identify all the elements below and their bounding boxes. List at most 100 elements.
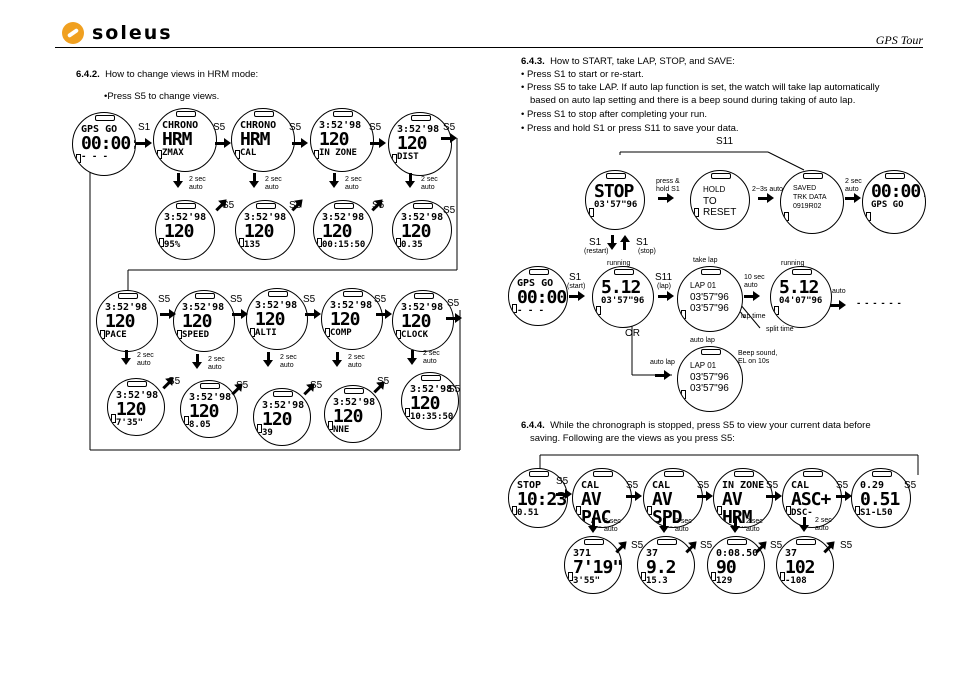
battery-icon (396, 238, 401, 247)
display-line-l1: 3:52'98 (116, 390, 159, 401)
label-s5: S5 (447, 298, 460, 309)
battery-icon (784, 212, 789, 221)
display-line-l2: AV SPD (652, 489, 683, 528)
display-line-l3: 95% (164, 240, 181, 250)
display-line-l2: 10:23'56 (517, 489, 567, 510)
battery-icon (392, 154, 397, 163)
display-line-l2: 120 (164, 221, 195, 242)
display-line: HOLD (703, 185, 726, 194)
battery-icon (786, 506, 791, 515)
display-line-l1: 37 (785, 548, 798, 559)
battery-icon (512, 506, 517, 515)
display-line-l3: COMP (330, 328, 352, 338)
display-line-l1: 3:52'98 (410, 384, 453, 395)
display-line-l2: STOP (594, 181, 634, 202)
battery-icon (589, 208, 594, 217)
display-line-l2: AV PAC (581, 489, 612, 528)
battery-icon (250, 328, 255, 337)
display-line-l2: 120 (116, 399, 147, 420)
label-stop: (stop) (638, 248, 656, 255)
display-line-l1: 3:52'98 (105, 302, 148, 313)
display-line-l1: 3:52'98 (319, 120, 362, 131)
battery-icon (328, 421, 333, 430)
display-line-l1: GPS GO (81, 124, 118, 135)
display-line: LAP 01 (690, 281, 717, 290)
display-line-l2: ASC+ (791, 489, 831, 510)
display-line-l1: 3:52'98 (401, 302, 444, 313)
display-line: SAVED (793, 185, 817, 192)
display-line-l3: - - - (81, 152, 109, 162)
display-line-l3: 7'35" (116, 418, 144, 428)
display-line-l3: SPEED (182, 330, 210, 340)
label-s5: S5 (697, 480, 710, 491)
label-auto-lap: auto lap (650, 359, 675, 366)
brand-name: soleus (92, 22, 173, 44)
battery-icon (325, 328, 330, 337)
display-line-l2: 9.2 (646, 557, 677, 578)
display-line-l3: CLOCK (401, 330, 429, 340)
display-line-l1: 3:52'98 (401, 212, 444, 223)
display-line-l1: 0.29 (860, 480, 885, 491)
display-line-l1: 3:52'98 (244, 212, 287, 223)
section-644-text: While the chronograph is stopped, press … (550, 420, 871, 431)
label-s5: S5 (700, 540, 713, 551)
battery-icon (568, 572, 573, 581)
label-s5: S5 (556, 476, 569, 487)
battery-icon (184, 416, 189, 425)
section-643-bullet-4: • Press and hold S1 or press S11 to save… (521, 123, 739, 134)
label-lap: (lap) (657, 283, 672, 290)
header-divider (55, 47, 923, 48)
label-s5: S5 (443, 205, 456, 216)
display-line-l2: 120 (410, 393, 441, 414)
display-line-l3: PACE (105, 330, 127, 340)
display-line-l2: 120 (330, 309, 361, 330)
label-s5: S5 (770, 540, 783, 551)
label-s5: S5 (631, 540, 644, 551)
display-line-l2: 102 (785, 557, 816, 578)
battery-icon (314, 150, 319, 159)
label-s11-lap: S11 (655, 272, 673, 283)
display-line-l2: 120 (319, 129, 350, 150)
display-line-l3: 03'57"96 (594, 200, 638, 210)
section-642-number: 6.4.2. (76, 69, 100, 80)
display-line-l1: STOP (517, 480, 542, 491)
display-line-l3: ALTI (255, 328, 277, 338)
label-s5: S5 (443, 122, 456, 133)
soleus-logo: soleus (62, 22, 173, 44)
battery-icon (159, 238, 164, 247)
label-s5: S5 (836, 480, 849, 491)
label-s1: S1 (138, 122, 151, 133)
display-line-l3: GPS GO (871, 200, 904, 210)
display-line-l2: 120 (182, 311, 213, 332)
display-line-l3: CAL (240, 148, 257, 158)
label-s1-stop: S1 (636, 237, 649, 248)
display-line-l1: 37 (646, 548, 659, 559)
